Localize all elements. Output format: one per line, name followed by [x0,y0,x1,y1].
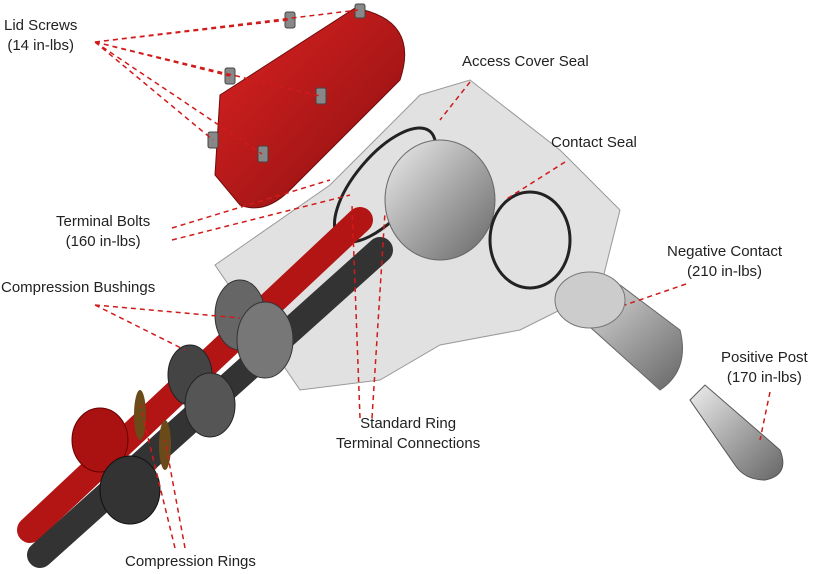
positive-post-torque: (170 in-lbs) [726,369,802,386]
label-compression-rings: Compression Rings [125,553,256,570]
label-negative-contact: Negative Contact (210 in-lbs) [667,242,782,282]
ring-terminals-line1: Standard Ring [360,415,457,432]
label-contact-seal: Contact Seal [551,134,637,151]
label-positive-post: Positive Post (170 in-lbs) [721,348,808,388]
compression-bushings [71,279,294,525]
lid-screws-torque: (14 in-lbs) [7,37,75,54]
label-ring-terminals: Standard Ring Terminal Connections [336,414,480,454]
positive-post-name: Positive Post [721,349,808,366]
label-lid-screws: Lid Screws (14 in-lbs) [4,16,77,56]
leader-lines [94,9,771,549]
label-terminal-bolts: Terminal Bolts (160 in-lbs) [56,212,150,252]
terminal-bolts-torque: (160 in-lbs) [65,233,141,250]
negative-contact-face [554,271,626,329]
lid-screws-name: Lid Screws [4,17,78,34]
negative-contact-torque: (210 in-lbs) [687,263,763,280]
ring-terminals-line2: Terminal Connections [336,435,481,452]
contact-housing [384,139,496,261]
terminal-bolts-name: Terminal Bolts [56,213,151,230]
label-access-cover-seal: Access Cover Seal [462,53,589,70]
contact-seal [488,190,572,290]
positive-post [689,384,784,481]
label-compression-bushings: Compression Bushings [1,279,156,296]
negative-contact-name: Negative Contact [667,243,783,260]
